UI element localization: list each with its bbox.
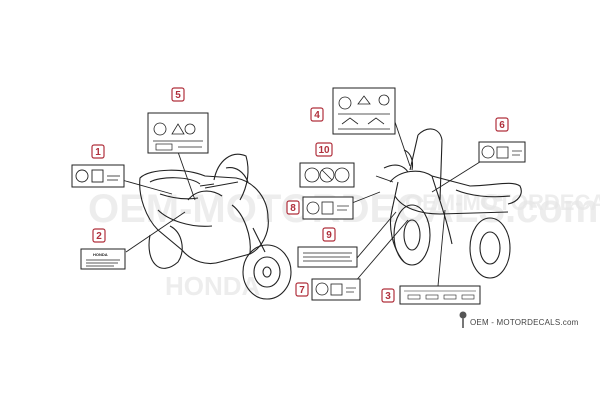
callout-9[interactable]: 9 [322, 227, 336, 242]
watermark-site-right: OEM-MOTORDECALS.com [405, 190, 600, 215]
decal-label-9[interactable] [297, 246, 358, 268]
callout-3-number: 3 [385, 291, 391, 302]
decal-label-6[interactable] [478, 141, 526, 163]
callout-1-number: 1 [95, 147, 101, 158]
scooter-rear-view [383, 128, 522, 279]
scooter-front-view [139, 153, 292, 300]
decal-label-1[interactable] [71, 164, 125, 188]
site-credit: OEM - MOTORDECALS.com [470, 318, 579, 327]
honda-plate-text: HONDA [93, 252, 108, 257]
callout-8-number: 8 [290, 203, 296, 214]
callout-7[interactable]: 7 [295, 282, 309, 297]
watermark-brand: HONDA [165, 271, 261, 301]
callout-10[interactable]: 10 [315, 142, 333, 157]
callout-5-number: 5 [175, 90, 181, 101]
decal-label-3[interactable] [399, 285, 481, 305]
watermark: OEM-MOTORDECALS.com HONDA OEM-MOTORDECAL… [88, 187, 600, 301]
decal-label-10[interactable] [299, 162, 355, 188]
callout-4-number: 4 [314, 110, 320, 121]
decal-label-4[interactable] [332, 87, 396, 135]
callout-4[interactable]: 4 [310, 107, 324, 122]
callout-8[interactable]: 8 [286, 200, 300, 215]
pin-icon [459, 311, 467, 328]
callout-2-number: 2 [96, 231, 102, 242]
leader-lines [121, 121, 484, 291]
decal-label-2[interactable]: HONDA [80, 248, 126, 270]
callout-10-number: 10 [318, 145, 330, 156]
callout-1[interactable]: 1 [91, 144, 105, 159]
callout-3[interactable]: 3 [381, 288, 395, 303]
callout-6[interactable]: 6 [495, 117, 509, 132]
callout-7-number: 7 [299, 285, 305, 296]
decal-label-7[interactable] [311, 278, 361, 301]
callout-5[interactable]: 5 [171, 87, 185, 102]
decal-label-5[interactable] [147, 112, 209, 154]
callout-6-number: 6 [499, 120, 505, 131]
callout-2[interactable]: 2 [92, 228, 106, 243]
decal-label-8[interactable] [302, 196, 354, 220]
callout-9-number: 9 [326, 230, 332, 241]
